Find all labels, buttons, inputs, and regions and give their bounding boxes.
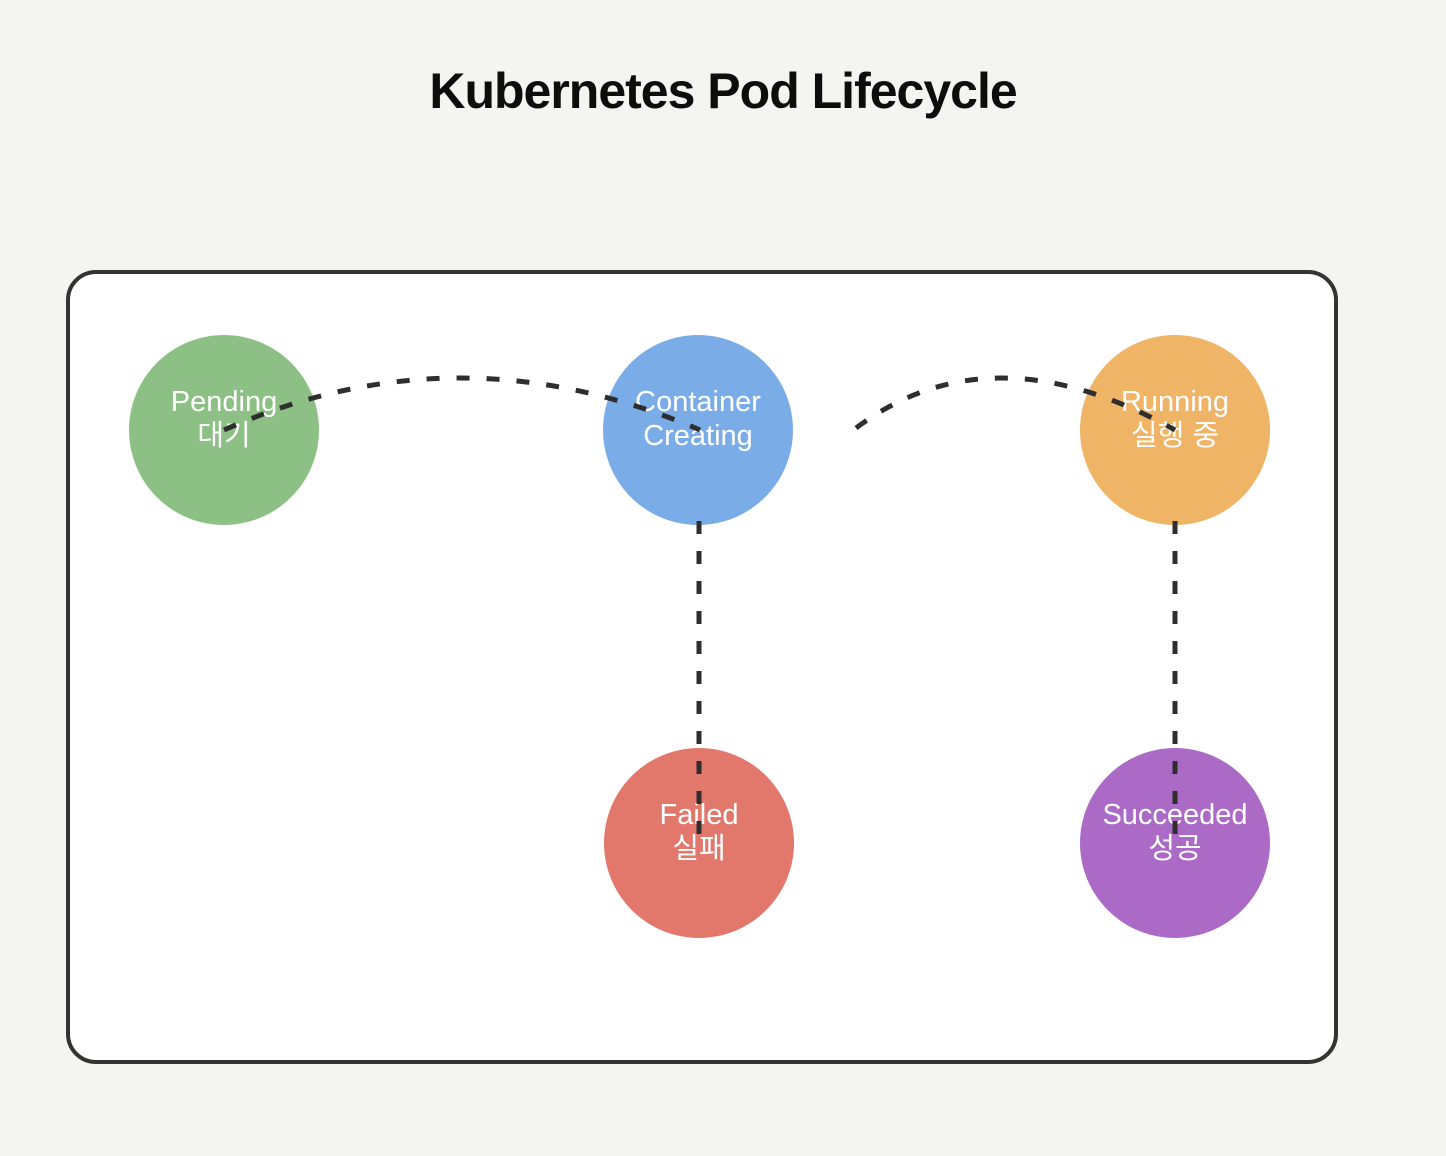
node-pending-label-en: Pending <box>170 386 278 419</box>
node-container-creating-label-line2: Creating <box>643 420 753 452</box>
node-running-label: Running 실행 중 <box>1121 386 1229 453</box>
node-container-creating-label-line1: Container <box>635 386 761 419</box>
node-pending: Pending 대기 <box>129 335 319 525</box>
node-running-label-ko: 실행 중 <box>1130 420 1220 452</box>
node-failed-label: Failed 실패 <box>660 799 739 866</box>
node-running-label-en: Running <box>1120 386 1230 419</box>
node-succeeded-label-en: Succeeded <box>1102 799 1248 832</box>
node-failed-label-ko: 실패 <box>672 833 726 865</box>
node-failed: Failed 실패 <box>604 748 794 938</box>
node-succeeded-label: Succeeded 성공 <box>1102 799 1247 866</box>
node-failed-label-en: Failed <box>659 799 739 832</box>
page-title: Kubernetes Pod Lifecycle <box>429 63 1017 119</box>
node-container-creating: Container Creating <box>603 335 793 525</box>
node-succeeded: Succeeded 성공 <box>1080 748 1270 938</box>
node-succeeded-label-ko: 성공 <box>1148 833 1202 865</box>
node-container-creating-label: Container Creating <box>635 386 761 453</box>
node-pending-label-ko: 대기 <box>197 420 251 452</box>
node-pending-label: Pending 대기 <box>171 386 277 453</box>
node-running: Running 실행 중 <box>1080 335 1270 525</box>
